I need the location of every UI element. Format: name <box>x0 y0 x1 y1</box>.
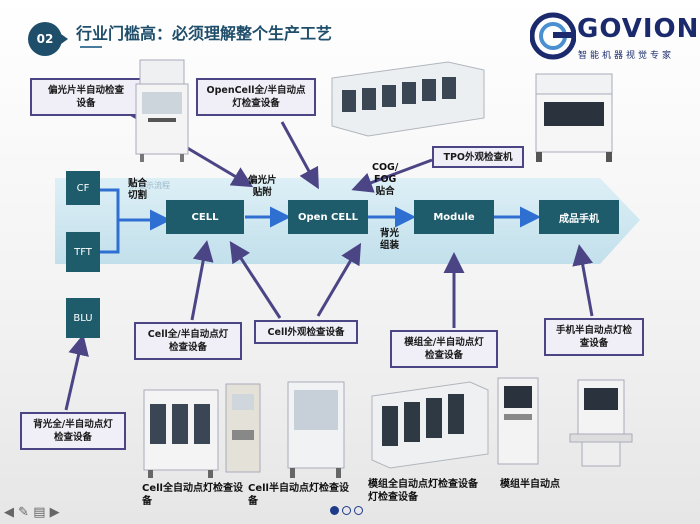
label-cell-light-inspection: Cell全/半自动点灯 检查设备 <box>134 322 242 360</box>
arrow-cell-appearance-1 <box>229 240 282 319</box>
source-cf: CF <box>66 171 100 205</box>
label-backlight-light-inspection: 背光全/半自动点灯 检查设备 <box>20 412 126 450</box>
arrow-phone-light <box>572 244 594 317</box>
label-cell-appearance-inspection: Cell外观检查设备 <box>254 320 358 344</box>
stage-open-cell: Open CELL <box>288 200 368 234</box>
phone-light-machine-image <box>569 379 633 467</box>
caption-cell-semi: Cell半自动点灯检查设 备 <box>248 483 349 507</box>
module-auto-machine-image <box>371 381 489 469</box>
polarizer-machine-image <box>135 59 189 162</box>
cell-auto-machine-image <box>143 389 219 478</box>
section-number-badge: 02 <box>28 22 68 56</box>
caption-module-semi: 模组半自动点 <box>500 479 560 490</box>
label-tpo-inspection: TPO外观检查机 <box>432 146 524 168</box>
brand-subtitle: 智能机器视觉专家 <box>578 51 675 61</box>
pagination-dots <box>330 506 363 515</box>
step-polarizer-attach: 偏光片 贴附 <box>248 175 277 198</box>
tpo-machine-image <box>535 73 613 162</box>
arrow-backlight <box>64 334 89 411</box>
arrow-tpo <box>351 158 433 193</box>
stage-phone: 成品手机 <box>539 200 619 234</box>
label-opencell-light-inspection: OpenCell全/半自动点 灯检查设备 <box>196 78 316 116</box>
next-slide-icon[interactable]: ▶ <box>49 505 60 520</box>
pen-icon[interactable]: ✎ <box>18 505 30 520</box>
step-backlight-assembly: 背光 组装 <box>380 228 400 251</box>
arrow-cell-light <box>190 240 214 321</box>
page-title: 行业门槛高：必须理解整个生产工艺 <box>76 24 333 43</box>
opencell-line-image <box>331 61 485 137</box>
step-laminate-cut: 贴合 切割 <box>128 178 148 201</box>
brand-name: GOVION <box>577 14 700 44</box>
section-number: 02 <box>36 32 54 46</box>
page-dot-3[interactable] <box>354 506 363 515</box>
stage-module: Module <box>414 200 494 234</box>
cf-tft-connector <box>100 188 165 254</box>
menu-icon[interactable]: ▤ <box>33 505 46 520</box>
label-polarizer-inspection: 偏光片半自动检查 设备 <box>30 78 142 116</box>
source-blu: BLU <box>66 298 100 338</box>
prev-slide-icon[interactable]: ◀ <box>4 505 14 520</box>
page-dot-1[interactable] <box>330 506 339 515</box>
module-semi-machine-image <box>497 377 539 465</box>
cell-appearance-machine-image <box>287 381 345 478</box>
source-tft: TFT <box>66 232 100 272</box>
caption-module-auto: 模组全自动点灯检查设备 灯检查设备 <box>368 479 478 503</box>
caption-cell-auto: Cell全自动点灯检查设 备 <box>142 483 243 507</box>
title-underline <box>80 46 102 48</box>
label-phone-light-inspection: 手机半自动点灯检 查设备 <box>544 318 644 356</box>
arrow-cell-appearance-2 <box>316 242 362 317</box>
step-cog-fog: COG/ FOG 贴合 <box>372 162 399 197</box>
label-module-light-inspection: 模组全/半自动点灯 检查设备 <box>390 330 498 368</box>
stage-cell: CELL <box>166 200 244 234</box>
arrow-opencell-light <box>280 121 319 190</box>
band-watermark: 屏显示流程 <box>130 181 170 190</box>
slide-nav-toolbar: ◀ ✎ ▤ ▶ <box>4 505 60 520</box>
govion-logo-icon <box>530 12 576 60</box>
page-dot-2[interactable] <box>342 506 351 515</box>
cell-semi-machine-image <box>225 383 261 473</box>
